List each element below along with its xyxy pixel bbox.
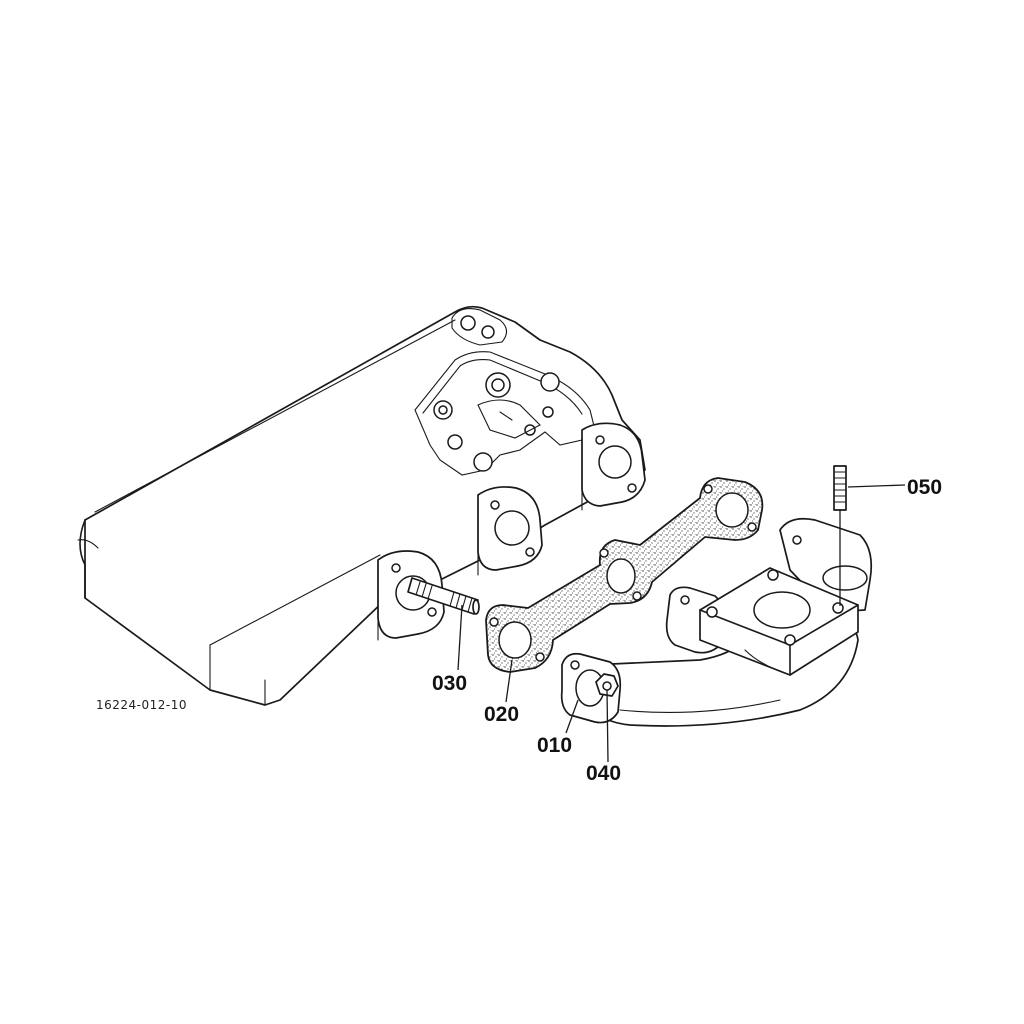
callout-030: 030 (432, 672, 467, 695)
leader-lines (457, 484, 906, 763)
long-stud-050 (833, 465, 847, 606)
reference-code: 16224-012-10 (96, 698, 187, 712)
exhaust-manifold-010 (560, 517, 873, 727)
callout-020: 020 (484, 703, 519, 726)
callout-040: 040 (586, 762, 621, 785)
callout-050: 050 (907, 476, 942, 499)
stud-030 (407, 577, 480, 615)
nut-040 (595, 673, 619, 697)
callout-010: 010 (537, 734, 572, 757)
cylinder-head (77, 305, 646, 706)
gasket-020 (485, 477, 764, 673)
